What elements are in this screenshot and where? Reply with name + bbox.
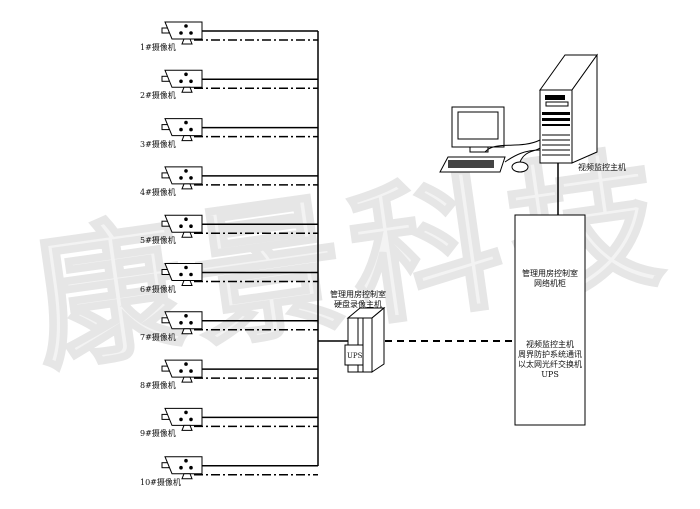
cabinet-items: 视频监控主机 周界防护系统通讯 以太网光纤交换机 UPS (515, 340, 585, 380)
camera-label: 2#摄像机 (140, 91, 176, 101)
camera-label: 6#摄像机 (140, 284, 176, 294)
camera-icon (161, 69, 203, 93)
camera-icon (161, 456, 203, 480)
camera-icon (161, 311, 203, 335)
cables (484, 139, 541, 163)
keyboard-icon (439, 156, 506, 173)
mouse-icon (511, 161, 529, 173)
ups-label: UPS (347, 352, 363, 360)
cabinet-item: 视频监控主机 (526, 340, 574, 349)
camera-icon (161, 166, 203, 190)
camera-icon (161, 359, 203, 383)
camera-icon (161, 263, 203, 286)
cabinet-title-line2: 网络机柜 (534, 279, 566, 288)
camera-label: 7#摄像机 (140, 332, 176, 342)
dvr-label-line1: 管理用房控制室 (330, 290, 386, 299)
camera-label: 10#摄像机 (140, 477, 181, 487)
camera-icon (161, 118, 203, 142)
camera-label: 5#摄像机 (140, 236, 176, 246)
camera-label: 8#摄像机 (140, 381, 176, 391)
camera-label: 4#摄像机 (140, 187, 176, 197)
dvr-label-line2: 硬盘录像主机 (334, 300, 382, 309)
workstation-label: 视频监控主机 (578, 163, 626, 172)
tower-pc-icon (539, 53, 598, 164)
camera-icon (161, 21, 203, 45)
camera-icon (161, 214, 203, 238)
cabinet-title-line1: 管理用房控制室 (522, 269, 578, 278)
monitor-icon (451, 106, 505, 153)
cabinet-item: 以太网光纤交换机 (518, 360, 582, 369)
camera-icon (161, 407, 203, 431)
cabinet-item: 周界防护系统通讯 (518, 350, 582, 359)
camera-label: 1#摄像机 (140, 43, 176, 52)
dvr-icon (344, 306, 386, 373)
network-cabinet (514, 214, 586, 426)
dvr-label: 管理用房控制室 硬盘录像主机 (330, 290, 386, 310)
camera-label: 9#摄像机 (140, 429, 176, 439)
cabinet-item: UPS (541, 370, 559, 379)
camera-label: 3#摄像机 (140, 139, 176, 149)
cabinet-title: 管理用房控制室 网络机柜 (515, 269, 585, 289)
